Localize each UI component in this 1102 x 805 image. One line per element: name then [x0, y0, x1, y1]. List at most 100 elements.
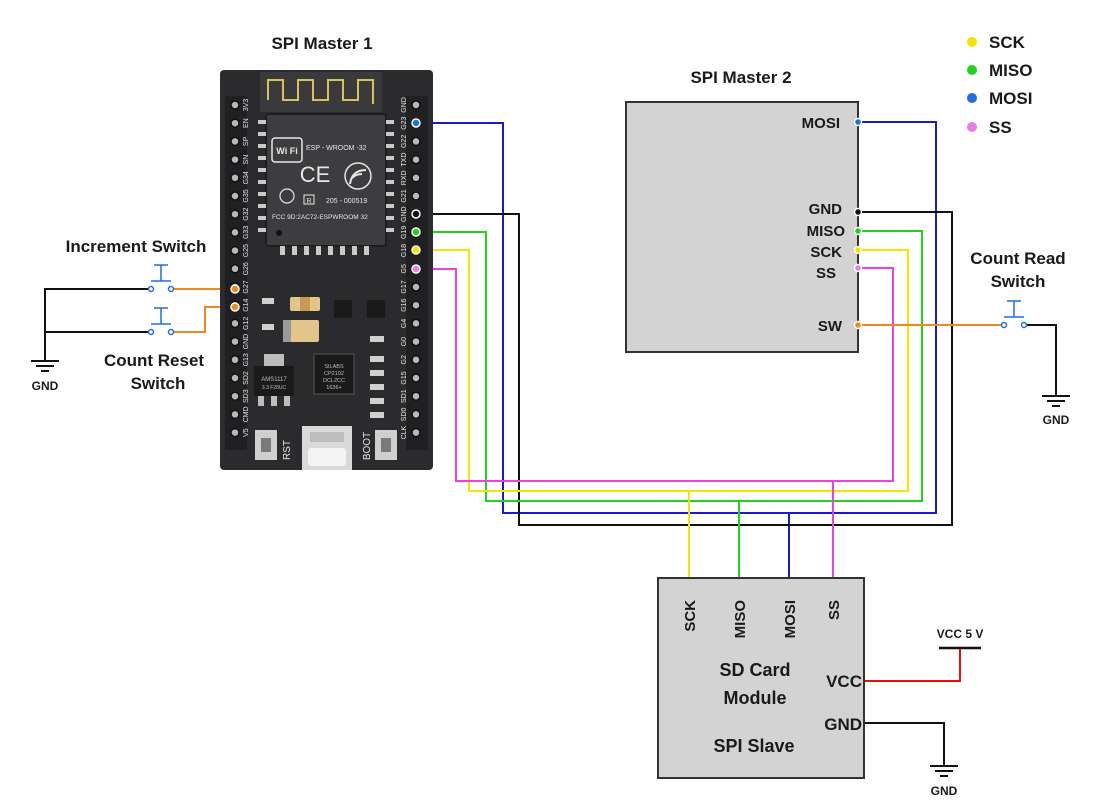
- left-pin-hole: [230, 136, 240, 147]
- wire-miso-master1: [416, 230, 923, 502]
- vcc-label: VCC 5 V: [937, 627, 984, 641]
- right-pin-label: G2: [401, 355, 408, 364]
- svg-text:AMS1117: AMS1117: [261, 377, 287, 383]
- legend-dot-mosi: [967, 93, 977, 103]
- left-pin-hole: [230, 318, 240, 329]
- right-pin-label: G23: [401, 116, 408, 129]
- right-pin-hole: [411, 100, 421, 110]
- left-pin-label: 3V3: [243, 99, 250, 112]
- svg-text:3.3 F28UC: 3.3 F28UC: [262, 385, 287, 391]
- legend-label-ss: SS: [989, 118, 1012, 137]
- left-pin-hole: [230, 245, 240, 256]
- spi-master2-pin-sck: SCK: [810, 244, 842, 261]
- right-pin-hole: [411, 154, 421, 165]
- slave-name-line1: SD Card: [719, 660, 790, 680]
- count-read-label-line1: Count Read: [970, 249, 1065, 268]
- spi-master2-pin-ss: SS: [816, 265, 836, 282]
- left-pin-label: G25: [243, 244, 250, 257]
- spi-master2-box: [625, 101, 859, 353]
- wire-count-read-gnd: [1024, 324, 1057, 395]
- dot-m2-sw: [853, 320, 863, 330]
- dot-g19-miso: [411, 227, 421, 237]
- espressif-logo-icon: [344, 162, 372, 190]
- left-pin-label: G26: [243, 262, 250, 275]
- wires: [44, 121, 1057, 765]
- dot-g18-sck: [411, 245, 421, 255]
- left-pin-hole: [230, 100, 240, 110]
- pin1-dot: [276, 230, 282, 236]
- spi-master2-pin-gnd: GND: [809, 201, 843, 218]
- legend-label-sck: SCK: [989, 33, 1026, 52]
- left-pin-label: SP: [243, 136, 250, 146]
- slave-role: SPI Slave: [713, 736, 794, 756]
- ce-mark: CE: [300, 162, 331, 187]
- esp32-board: Wi Fi ESP - WROOM -32 CE R 205 - 000519 …: [220, 70, 433, 470]
- right-pin-label: GND: [401, 97, 408, 113]
- left-pin-hole: [230, 427, 240, 438]
- increment-switch-label: Increment Switch: [66, 237, 207, 256]
- r-mark-box: [303, 194, 315, 205]
- right-pin-label: RXD: [401, 170, 408, 185]
- svg-text:DCL2CC: DCL2CC: [323, 378, 345, 384]
- right-pin-label: G0: [401, 337, 408, 346]
- ground-icon-left: [31, 360, 59, 372]
- left-pin-hole: [230, 391, 240, 401]
- right-pin-label: SD1: [401, 389, 408, 403]
- dot-g27: [230, 284, 240, 294]
- count-reset-label-line2: Switch: [131, 374, 186, 393]
- gnd-label-bottom: GND: [931, 784, 958, 798]
- slave-name-line2: Module: [724, 688, 787, 708]
- micro-usb-port: [302, 426, 352, 470]
- count-reset-switch-icon: [147, 307, 175, 336]
- wire-slave-gnd: [864, 722, 945, 765]
- legend-dot-miso: [967, 65, 977, 75]
- count-read-switch-icon: [1000, 300, 1028, 329]
- right-pin-hole: [411, 173, 421, 183]
- r-mark: R: [306, 198, 311, 205]
- legend-dot-sck: [967, 37, 977, 47]
- left-pin-label: G14: [243, 298, 250, 311]
- legend-dot-ss: [967, 122, 977, 132]
- right-pin-label: G18: [401, 244, 408, 257]
- left-pin-label: GND: [243, 334, 250, 350]
- slave-pin-vcc: VCC: [826, 672, 862, 691]
- right-pin-label: CLK: [401, 425, 408, 439]
- right-pin-hole: [411, 355, 421, 365]
- right-pin-label: G22: [401, 135, 408, 148]
- right-pin-hole: [411, 391, 421, 401]
- dot-gnd: [411, 209, 421, 219]
- right-pin-label: GND: [401, 206, 408, 222]
- rst-label: RST: [282, 440, 293, 460]
- master2-connection-dots: [853, 117, 863, 330]
- voltage-regulator: AMS1117 3.3 F28UC: [254, 354, 294, 406]
- right-pin-hole: [411, 191, 421, 201]
- spi-master2-pin-sw: SW: [818, 318, 843, 335]
- right-pin-label: G15: [401, 371, 408, 384]
- left-pin-label: V5: [243, 428, 250, 437]
- count-read-label-line2: Switch: [991, 272, 1046, 291]
- wire-ss-master1: [416, 267, 894, 482]
- left-pin-label: SD3: [243, 389, 250, 403]
- left-pin-hole: [230, 336, 240, 347]
- dot-m2-gnd: [853, 207, 863, 217]
- left-pin-hole: [230, 227, 240, 238]
- right-pin-hole: [411, 409, 421, 420]
- wire-mosi-master1: [416, 121, 937, 514]
- left-pin-label: G33: [243, 226, 250, 239]
- left-pin-hole: [230, 373, 240, 383]
- sd-card-module-box: [657, 577, 865, 779]
- left-pin-hole: [230, 191, 240, 201]
- cert-logo-icon: [279, 188, 295, 204]
- right-pin-label: G21: [401, 189, 408, 202]
- spi-master1-title: SPI Master 1: [271, 34, 372, 53]
- left-pin-label: SN: [243, 155, 250, 165]
- cert-number: 205 - 000519: [326, 198, 367, 205]
- right-pin-label: TXD: [401, 153, 408, 167]
- count-reset-label-line1: Count Reset: [104, 351, 204, 370]
- module-name: ESP - WROOM -32: [306, 145, 367, 152]
- dot-m2-mosi: [853, 117, 863, 127]
- increment-switch-icon: [147, 264, 175, 293]
- dot-g23-mosi: [411, 118, 421, 128]
- wire-increment-gnd: [44, 288, 150, 360]
- legend: SCK MISO MOSI SS: [967, 33, 1032, 137]
